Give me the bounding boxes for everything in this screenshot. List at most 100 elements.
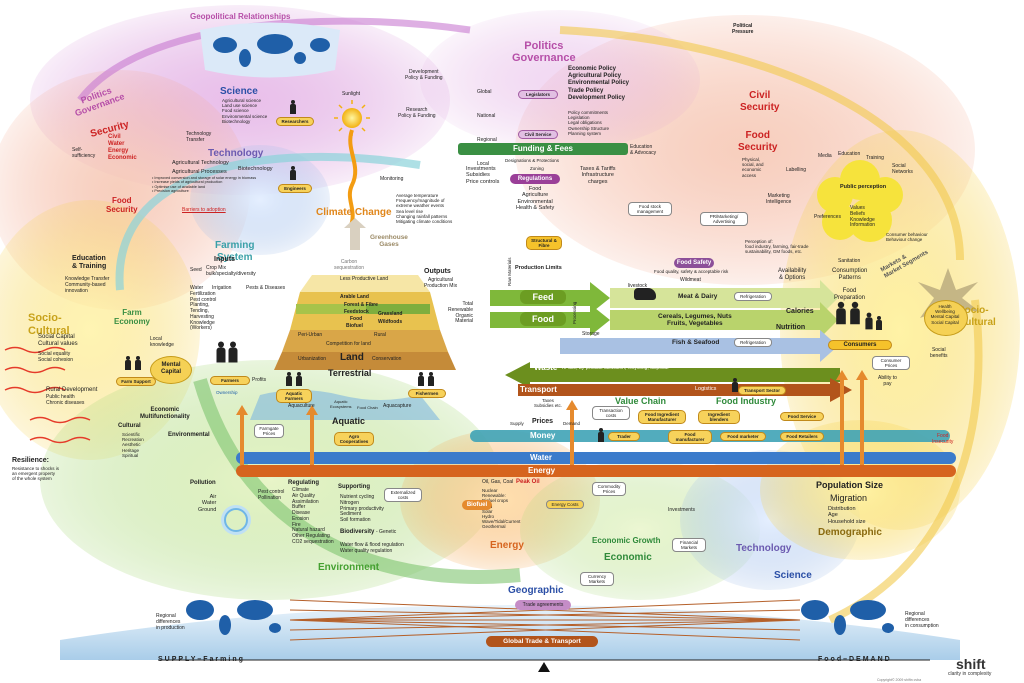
farm-support-person-2 <box>135 356 141 370</box>
agro-cooperatives-tag: Agro Cooperatives <box>334 432 374 446</box>
biofuel-layer: Biofuel <box>346 323 363 329</box>
profits-label: Profits <box>252 377 267 383</box>
ownership-label: Ownership <box>216 390 238 395</box>
meat-dairy-label: Meat & Dairy <box>678 293 718 300</box>
consumer-icon-3 <box>865 312 873 330</box>
mental-capital-label: Mental Capital <box>160 362 181 375</box>
supporting-items: Nutrient cycling Nitrogen Primary produc… <box>340 494 384 523</box>
climate-items: Average temperature Frequency/magnitude … <box>396 193 453 224</box>
ingredient-blenders-tag: Ingredient blenders <box>698 410 740 424</box>
fisherman-icon <box>418 372 424 386</box>
food-chain-label: Food Chain <box>357 405 378 410</box>
socio-cultural-left-title: Socio- Cultural <box>28 312 70 337</box>
population-size-title: Population Size <box>816 480 884 490</box>
sanitation-label: Sanitation <box>838 258 861 264</box>
trade-agreements-pill: Trade agreements <box>515 600 571 610</box>
processing-label: Processing <box>572 301 577 324</box>
gov-level-local: Local <box>477 161 489 167</box>
energy-title: Energy <box>490 540 524 551</box>
consumption-patterns-label: Consumption Patterns <box>832 268 868 281</box>
farmer-icon-2 <box>228 341 238 363</box>
cereals-label: Cereals, Legumes, Nuts Fruits, Vegetable… <box>658 313 732 328</box>
preferences-label: Preferences <box>814 214 841 220</box>
trader-tag: Trader <box>608 432 640 441</box>
food-safety-subtitle: Food quality, safety & acceptable risk <box>654 269 729 274</box>
farmers-tag: Farmers <box>210 376 250 385</box>
availability-label: Availability & Options <box>778 268 807 281</box>
water-bar-label: Water <box>530 453 552 462</box>
science-title: Science <box>220 86 258 97</box>
commodity-prices-box: Commodity Prices <box>592 482 626 496</box>
refrigeration-box-1: Refrigeration <box>734 292 772 301</box>
aquacapture-label: Aquacapture <box>383 403 412 409</box>
conservation: Conservation <box>372 356 402 362</box>
sun-icon <box>334 100 370 229</box>
calories-label: Calories <box>786 308 814 315</box>
regional-consumption-label: Regional differences in consumption <box>905 611 939 629</box>
food-preparation-label: Food Preparation <box>834 288 866 301</box>
sunlight-label: Sunlight <box>342 91 361 97</box>
copyright: Copyright© 2009 shiftn cvba <box>877 678 922 682</box>
food-safety-pill: Food Safety <box>674 258 714 268</box>
biodiversity-label: Biodiversity <box>340 529 375 535</box>
food-pill: Food <box>520 312 566 326</box>
consumers-tag: Consumers <box>828 340 892 350</box>
labelling-label: Labelling <box>786 167 807 173</box>
pest-control-label: Pest control Pollination <box>258 489 285 501</box>
monitoring-label: Monitoring <box>380 176 404 182</box>
politics-governance-title: Politics Governance <box>512 40 576 65</box>
education-advocacy-label: Education & Advocacy <box>630 144 657 156</box>
regulating-items: Climate Air Quality Assimilation Buffer … <box>292 487 334 545</box>
inputs-label: Inputs <box>214 256 235 263</box>
gov-level-global: Global <box>477 89 492 95</box>
structural-fibre-tag: Structural & Fibre <box>526 236 562 250</box>
political-pressure-label: Political Pressure <box>732 23 754 35</box>
social-networks-label: Social Networks <box>892 163 913 175</box>
feedstock: Feedstock <box>344 309 369 315</box>
resilience-subtitle: Resistance to shocks is an emergent prop… <box>12 466 60 482</box>
peri-urban: Peri-Urban <box>298 332 323 338</box>
environmental-label: Environmental <box>168 432 210 438</box>
food-industry-title: Food Industry <box>716 396 776 406</box>
energy-items: Oil, Gas, Coal <box>482 479 514 485</box>
civil-security-title: Civil Security <box>740 90 780 113</box>
food-ingredient-manufacturer-tag: Food Ingredient Manufacturer <box>638 410 686 424</box>
socio-left-small: Social equality Social cohesion <box>38 351 74 363</box>
outputs-subtitle: Agricultural Production Mix <box>424 277 458 289</box>
gov-level-national: National <box>477 113 496 119</box>
economic-multifunctionality: Economic Multifunctionality <box>140 407 190 420</box>
aquatic-farmer-icon-2 <box>296 372 302 386</box>
cow-icon <box>634 288 656 300</box>
socio-cultural-right-title: Socio- Cultural <box>958 305 996 328</box>
research-policy-label: Research Policy & Funding <box>398 107 436 119</box>
nutrition-label: Nutrition <box>776 324 806 331</box>
farmer-icon-1 <box>216 341 226 363</box>
urbanization: Urbanization <box>298 356 327 362</box>
aquatic-ecosystems: Aquatic Ecosystems <box>330 399 352 409</box>
supporting-label: Supporting <box>338 484 370 490</box>
technology-bottom-title: Technology <box>736 543 792 554</box>
health-ellipse <box>924 300 968 336</box>
researcher-icon <box>290 100 296 114</box>
consumer-icon-2 <box>850 301 860 325</box>
food-layer: Food <box>350 316 363 322</box>
land-pyramid <box>274 275 456 370</box>
food-security-access: Physical, social, and economic access <box>742 157 764 178</box>
irrigation-label: Irrigation <box>212 285 232 291</box>
regulation-items: Food Agriculture Environmental Health & … <box>516 186 555 211</box>
waste-subtitle: re-use, by-product utilization, recyclin… <box>562 365 669 371</box>
mental-capital-ellipse: Mental Capital <box>150 356 192 384</box>
food-marketer-tag: Food marketer <box>720 432 766 441</box>
competition-for-land: Competition for land <box>326 341 371 347</box>
civil-service-tag: Civil Service <box>518 130 558 139</box>
cultural-label: Cultural <box>118 423 141 429</box>
food-service-tag: Food Service <box>780 412 824 421</box>
food-retailers-tag: Food Retailers <box>780 432 824 441</box>
investments-subsidies: Investments Subsidies Price controls <box>466 166 500 185</box>
social-benefits-label: Social benefits <box>930 347 948 359</box>
zoning-label: Zoning <box>530 166 544 171</box>
pollution-label: Pollution <box>190 480 216 486</box>
geopolitical-label: Geopolitical Relationships <box>190 12 291 21</box>
livestock-label: livestock <box>628 283 648 289</box>
ag-technology-label: Agricultural Technology <box>172 160 229 166</box>
